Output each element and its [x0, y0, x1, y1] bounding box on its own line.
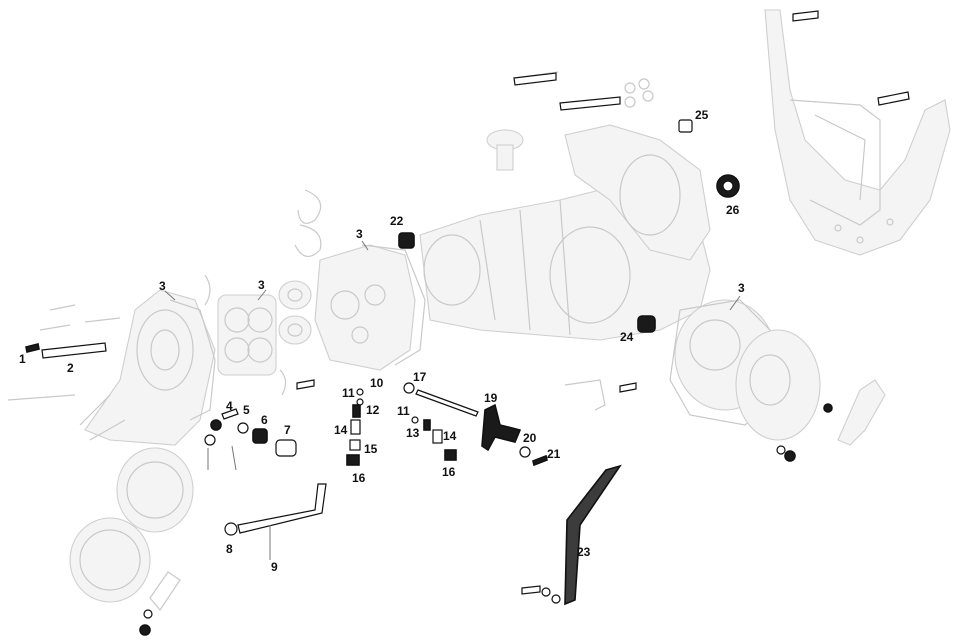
strap-washer-b [551, 594, 561, 604]
callout-12: 12 [366, 403, 380, 417]
callout-3-left: 3 [159, 279, 166, 293]
callout-11b: 11 [397, 404, 410, 418]
strap-washer-a [541, 587, 551, 597]
leader-lines [164, 240, 741, 560]
bolt-left-long [513, 72, 557, 86]
part-25-bushing [678, 119, 693, 133]
part-13-spring [423, 419, 431, 431]
washer-bottom-right [776, 445, 786, 455]
part-5-seal [237, 422, 249, 434]
callout-26: 26 [726, 203, 740, 217]
part-8-washer [224, 522, 238, 536]
callout-20: 20 [523, 431, 537, 445]
part-22-bearing [398, 232, 415, 249]
part-15-plug [349, 439, 361, 451]
part-21-pin [532, 454, 548, 467]
bolt-mid-long [559, 96, 621, 111]
part-14b-sleeve [432, 429, 443, 444]
part-11a-ring [356, 398, 364, 406]
callout-24: 24 [620, 330, 634, 344]
callout-10: 10 [370, 376, 384, 390]
part-17-washer [403, 382, 415, 394]
callout-15: 15 [364, 442, 378, 456]
callout-19: 19 [484, 391, 498, 405]
callout-11a: 11 [342, 386, 355, 400]
part-1-pin [25, 343, 40, 353]
part-26-seal-inner [722, 180, 734, 192]
callout-1: 1 [19, 352, 26, 366]
part-20-washer [519, 446, 531, 458]
callout-4: 4 [226, 399, 233, 413]
callout-23: 23 [577, 545, 591, 559]
callout-6: 6 [261, 413, 268, 427]
filter-mount-washer [143, 609, 153, 619]
bolt-left-small [296, 379, 315, 390]
hardware-bolts [296, 10, 910, 462]
part-7-plug [275, 439, 297, 457]
nut-bottom-right [784, 450, 796, 462]
part-24-bearing [637, 315, 656, 333]
part-23-strap [564, 464, 622, 606]
highlighted-parts [25, 119, 740, 636]
callout-labels: 1 2 3 3 3 3 4 5 6 7 8 9 10 11 11 12 13 1… [19, 108, 745, 574]
part-9-rod [237, 483, 327, 534]
callout-5: 5 [243, 403, 250, 417]
callout-14b: 14 [443, 429, 457, 443]
callout-3-right: 3 [738, 281, 745, 295]
drain-plug [210, 419, 222, 431]
callout-14a: 14 [334, 423, 348, 437]
strap-bolt [521, 585, 541, 595]
bolt-small-right [619, 382, 637, 393]
callout-2: 2 [67, 361, 74, 375]
part-16a-bolt [346, 454, 360, 466]
callout-16b: 16 [442, 465, 456, 479]
part-6-fitting [252, 428, 268, 444]
callout-8: 8 [226, 542, 233, 556]
callout-3-plate: 3 [258, 278, 265, 292]
part-4-screw [221, 408, 239, 420]
callout-7: 7 [284, 423, 291, 437]
part-19-lever [481, 403, 522, 452]
callout-25: 25 [695, 108, 709, 122]
callout-16a: 16 [352, 471, 366, 485]
callout-21: 21 [547, 447, 561, 461]
callout-17: 17 [413, 370, 427, 384]
bolt-top-right [792, 10, 819, 22]
part-2-shaft [41, 342, 107, 359]
nut-right-bracket [823, 403, 833, 413]
filter-mount-nut [139, 624, 151, 636]
callout-13: 13 [406, 426, 420, 440]
part-16b-bolt [444, 449, 457, 461]
callout-9: 9 [271, 560, 278, 574]
drain-washer [204, 434, 216, 446]
callout-22: 22 [390, 214, 404, 228]
bolt-right [877, 91, 910, 106]
part-11b-ring [411, 416, 419, 424]
ghost-parts [7, 9, 951, 612]
part-12-spring [352, 404, 361, 418]
callout-3-mid: 3 [356, 227, 363, 241]
part-17-rod [415, 389, 479, 417]
part-10-ring [356, 388, 364, 396]
part-14a-sleeve [350, 419, 361, 435]
